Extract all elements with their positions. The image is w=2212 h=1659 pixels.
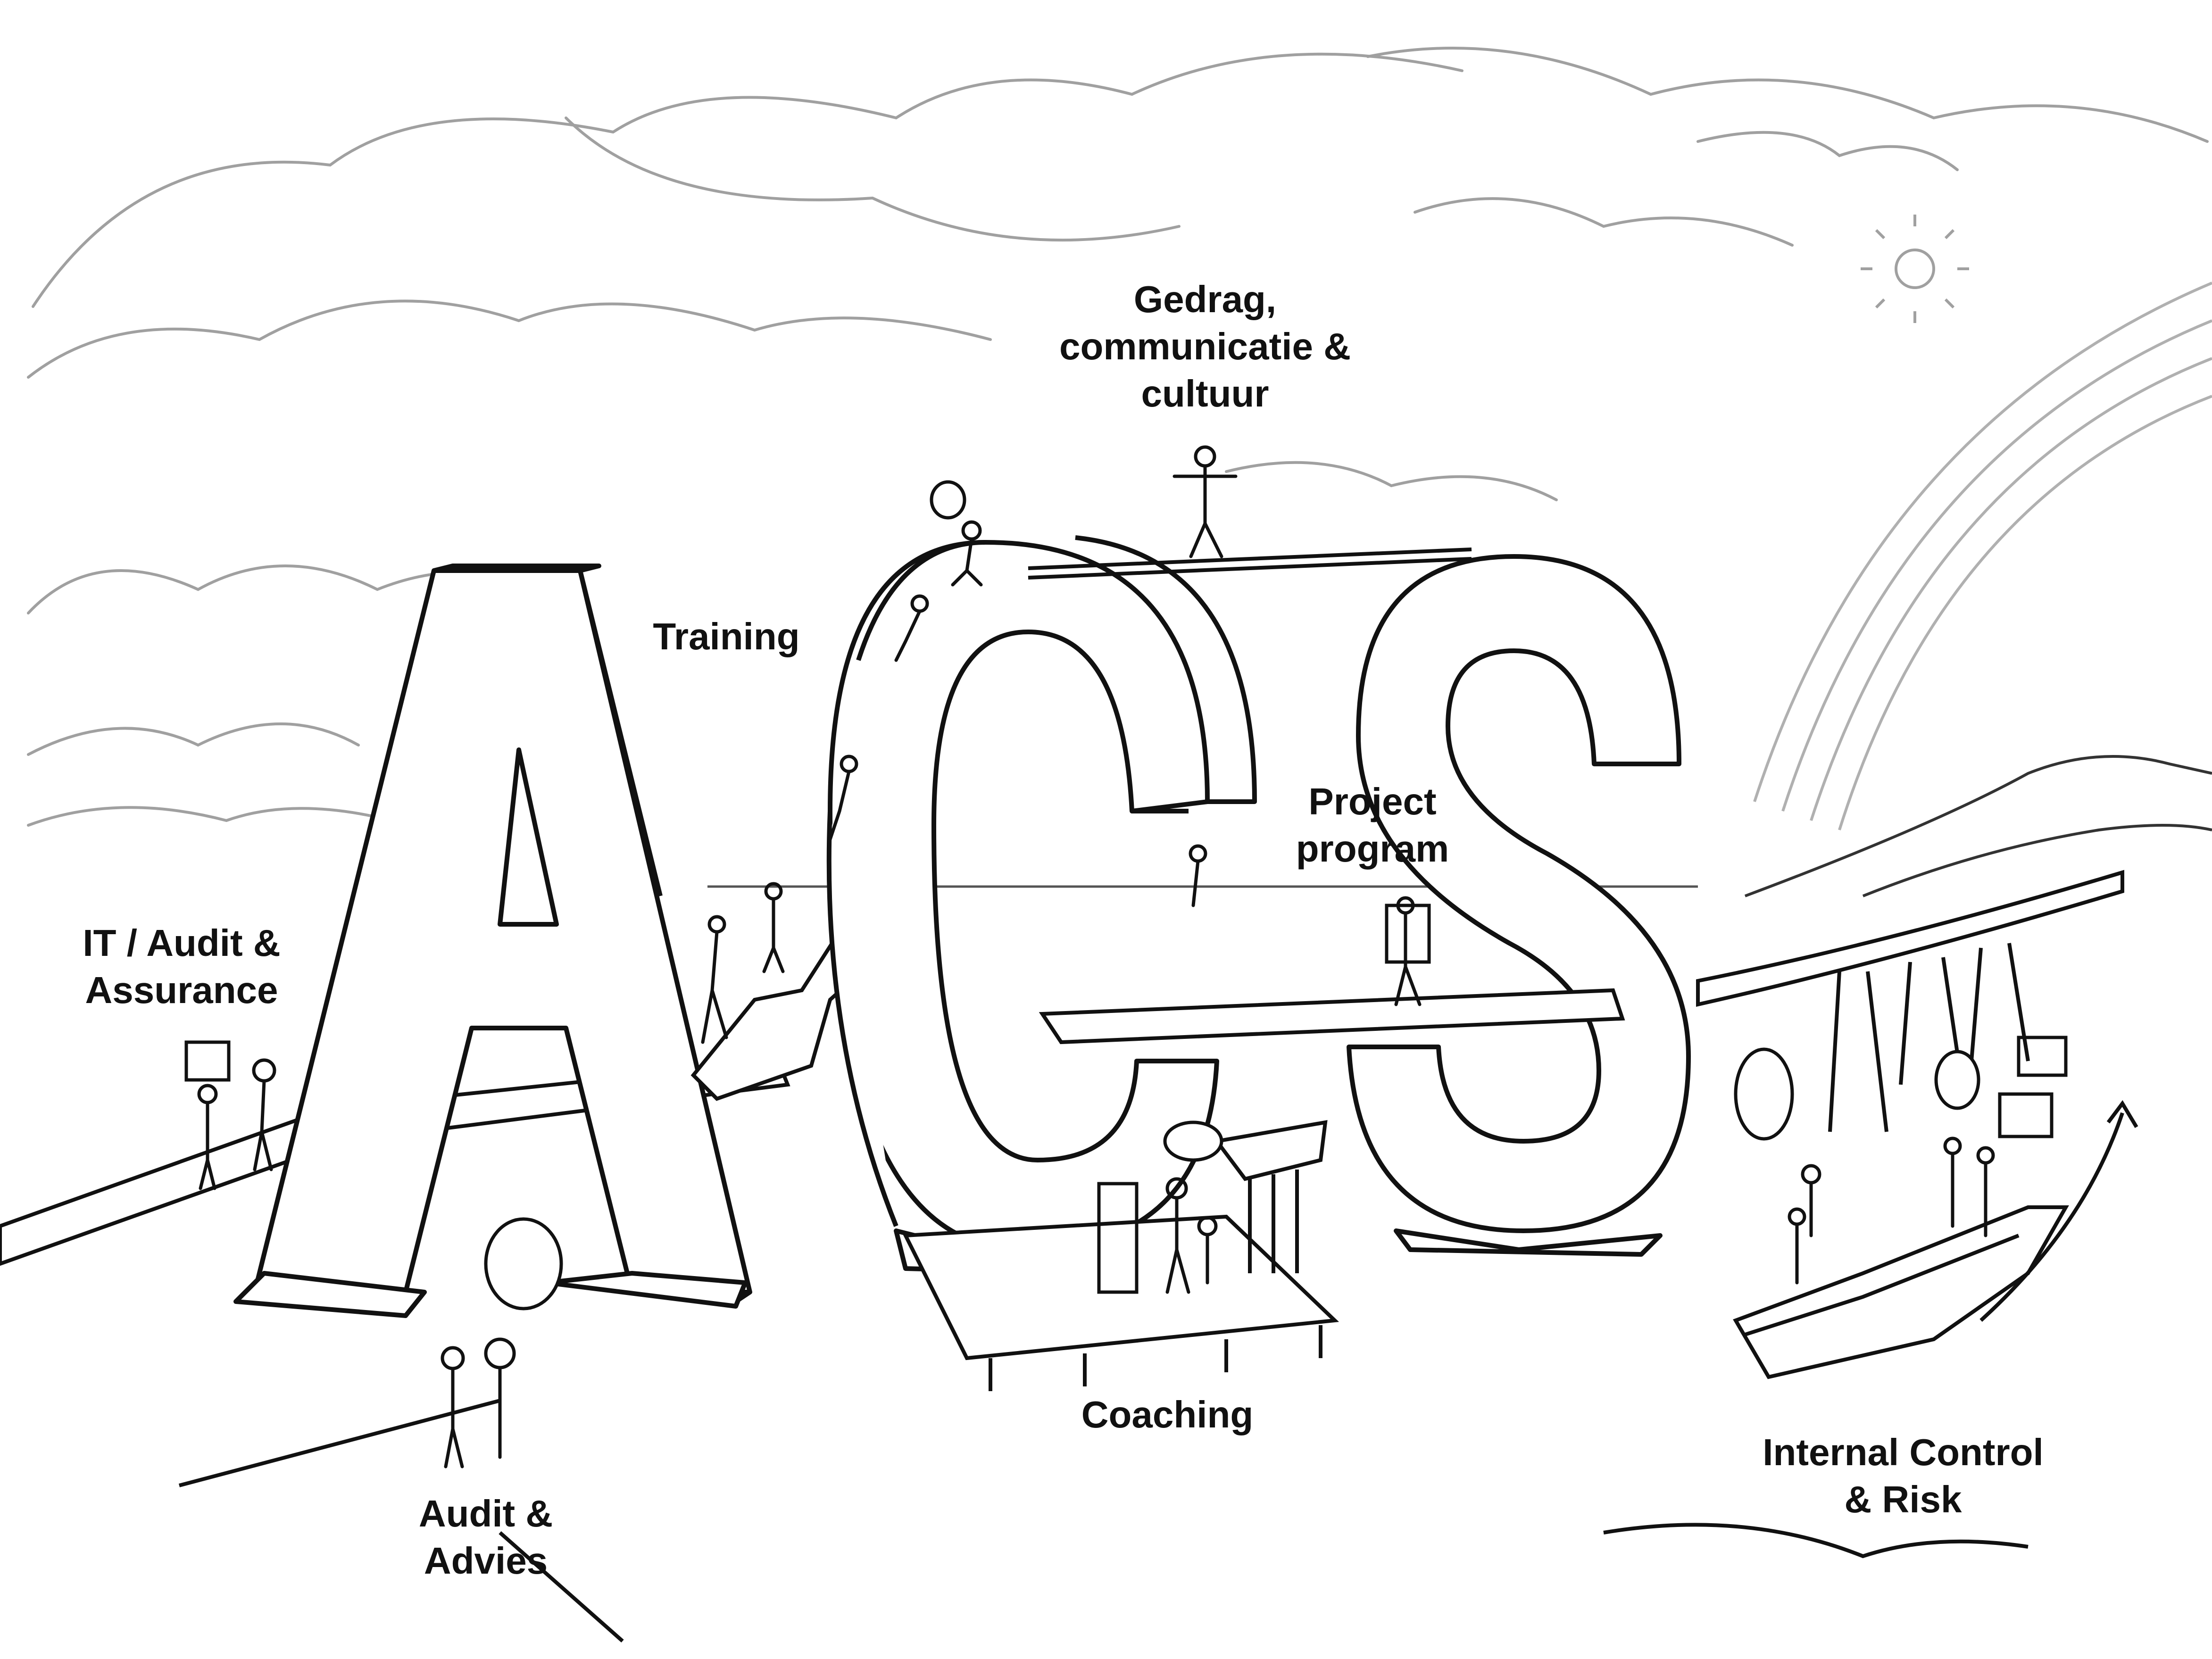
platform — [1039, 988, 1625, 1045]
sun-icon — [1861, 215, 1969, 323]
label-project-line-1: Project — [1308, 780, 1437, 822]
top-bar — [1028, 547, 1472, 580]
label-training-line-1: Training — [653, 615, 800, 657]
label-gedrag: Gedrag, communicatie & cultuur — [1059, 276, 1351, 417]
rainbow-icon — [1753, 282, 2212, 830]
label-audit-advies: Audit & Advies — [419, 1490, 553, 1584]
label-it-audit-line-2: Assurance — [85, 969, 278, 1011]
person-icon — [184, 445, 2068, 1468]
thought-bubble-icon — [484, 480, 1980, 1311]
label-internal-control-line-1: Internal Control — [1763, 1431, 2044, 1473]
clouds — [27, 47, 2209, 831]
bridge — [1696, 870, 2124, 1132]
boat-icon — [1733, 1100, 2138, 1379]
letter-s — [1347, 554, 1691, 1257]
label-coaching-line-1: Coaching — [1081, 1394, 1254, 1435]
dock — [902, 1120, 1339, 1391]
label-coaching: Coaching — [1081, 1391, 1253, 1438]
mountain-icon — [1744, 755, 2212, 897]
label-it-audit: IT / Audit & Assurance — [83, 920, 280, 1014]
label-training: Training — [653, 613, 799, 660]
label-project-line-2: program — [1296, 828, 1449, 870]
label-project: Project program — [1296, 778, 1449, 872]
label-gedrag-line-3: cultuur — [1141, 373, 1269, 415]
label-gedrag-line-2: communicatie & — [1059, 325, 1351, 367]
label-it-audit-line-1: IT / Audit & — [83, 922, 281, 964]
letter-a — [233, 564, 752, 1318]
label-gedrag-line-1: Gedrag, — [1133, 278, 1277, 320]
label-audit-advies-line-2: Advies — [424, 1540, 548, 1582]
ground-lines — [178, 1399, 2029, 1642]
label-internal-control-line-2: & Risk — [1844, 1478, 1962, 1520]
label-audit-advies-line-1: Audit & — [418, 1493, 553, 1535]
label-internal-control: Internal Control & Risk — [1763, 1429, 2044, 1523]
letter-c — [826, 535, 1257, 1276]
